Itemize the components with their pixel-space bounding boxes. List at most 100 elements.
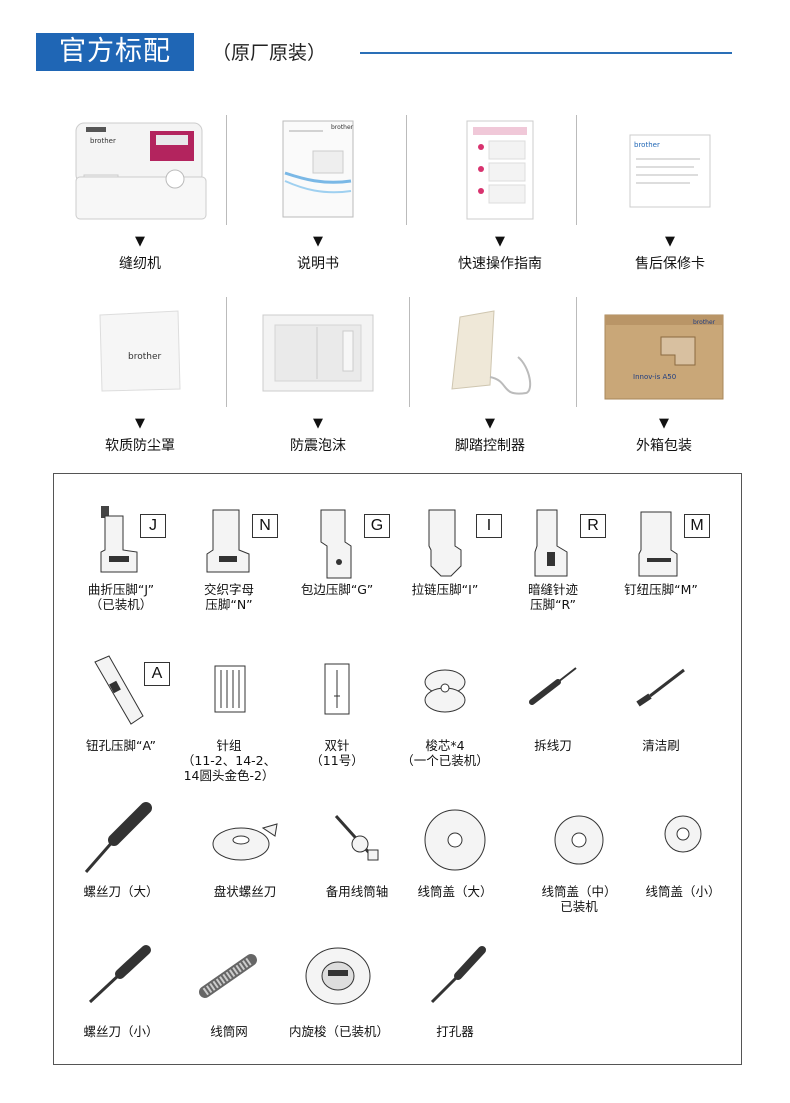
down-arrow-icon: ▼ (659, 416, 669, 431)
presser-foot-icon (498, 502, 608, 582)
accessory-label: 钉纽压脚“M” (624, 582, 698, 597)
divider (576, 115, 577, 225)
disc-screwdriver-icon (190, 794, 300, 884)
accessory-spool-net: 线筒网 (174, 936, 284, 1039)
bobbin-case-icon (284, 936, 394, 1024)
presser-foot-icon (282, 502, 392, 582)
package-item-label: 软质防尘罩 (105, 438, 175, 454)
letter-badge: G (364, 514, 390, 538)
package-item-outer-box: brother Innov-is A50 ▼ 外箱包装 (574, 297, 754, 455)
svg-text:brother: brother (90, 137, 116, 145)
svg-text:Innov-is A50: Innov-is A50 (633, 373, 676, 381)
accessory-bobbin-case: 内旋梭（已装机） (284, 936, 394, 1039)
down-arrow-icon: ▼ (495, 234, 505, 249)
divider (409, 297, 410, 407)
divider (226, 115, 227, 225)
seam-ripper-icon (498, 652, 608, 738)
svg-text:brother: brother (331, 124, 354, 131)
accessory-label: 备用线筒轴 (325, 884, 389, 899)
divider (406, 115, 407, 225)
section-title: 官方标配 (36, 33, 194, 71)
accessory-label: 拆线刀 (534, 738, 572, 753)
accessories-panel: J 曲折压脚“J” （已装机） N 交织字母 压脚“N” G 包边压脚“G” I… (53, 473, 742, 1065)
accessory-seam-ripper: 拆线刀 (498, 652, 608, 753)
svg-text:brother: brother (634, 141, 660, 149)
accessory-screwdriver-large: 螺丝刀（大） (66, 794, 176, 899)
accessory-label: 双针 （11号） (310, 738, 364, 768)
accessory-foot-i: I 拉链压脚“I” (390, 502, 502, 597)
package-item-label: 外箱包装 (636, 438, 692, 454)
accessory-label: 螺丝刀（小） (83, 1024, 159, 1039)
presser-foot-icon (390, 502, 500, 582)
accessory-cleaning-brush: 清洁刷 (606, 652, 716, 753)
accessory-label: 线筒盖（大） (417, 884, 493, 899)
package-item-label: 说明书 (297, 256, 339, 272)
accessory-label: 内旋梭（已装机） (288, 1024, 389, 1039)
quick-guide-image (410, 115, 590, 225)
letter-badge: R (580, 514, 606, 538)
accessory-foot-r: R 暗缝针迹 压脚“R” (498, 502, 608, 612)
accessory-disc-screwdriver: 盘状螺丝刀 (190, 794, 300, 899)
spool-cap-icon (400, 794, 510, 884)
accessory-label: 梭芯*4 （一个已装机） (401, 738, 489, 768)
presser-foot-icon (174, 502, 284, 582)
warranty-card-image: brother (580, 115, 760, 225)
sewing-machine-image: brother (50, 115, 230, 225)
spool-cap-icon (628, 794, 738, 884)
package-item-foot-pedal: ▼ 脚踏控制器 (400, 297, 580, 455)
accessory-label: 打孔器 (436, 1024, 474, 1039)
accessory-label: 曲折压脚“J” （已装机） (87, 582, 155, 612)
package-item-label: 快速操作指南 (458, 256, 542, 272)
accessory-label: 线筒网 (210, 1024, 248, 1039)
buttonhole-foot-icon (66, 652, 176, 738)
cleaning-brush-icon (606, 652, 716, 738)
accessory-spool-pin: 备用线筒轴 (302, 794, 412, 899)
package-item-label: 售后保修卡 (635, 256, 705, 272)
package-item-warranty-card: brother ▼ 售后保修卡 (580, 115, 760, 273)
package-item-dust-cover: brother ▼ 软质防尘罩 (50, 297, 230, 455)
foot-pedal-image (400, 297, 580, 407)
presser-foot-icon (606, 502, 716, 582)
package-item-foam: ▼ 防震泡沫 (228, 297, 408, 455)
accessory-spool-cap-medium: 线筒盖（中） 已装机 (524, 794, 634, 914)
manual-image: brother (228, 115, 408, 225)
down-arrow-icon: ▼ (135, 234, 145, 249)
down-arrow-icon: ▼ (313, 416, 323, 431)
accessory-label: 包边压脚“G” (300, 582, 374, 597)
accessory-label: 清洁刷 (642, 738, 680, 753)
accessory-spool-cap-large: 线筒盖（大） (400, 794, 510, 899)
spool-net-icon (174, 936, 284, 1024)
accessory-bobbins: 梭芯*4 （一个已装机） (390, 652, 500, 768)
screwdriver-large-icon (66, 794, 176, 884)
title-divider-line (360, 52, 732, 54)
accessory-label: 针组 （11-2、14-2、 14圆头金色-2） (181, 738, 277, 783)
package-item-label: 防震泡沫 (290, 438, 346, 454)
accessory-label: 钮孔压脚“A” (86, 738, 156, 753)
accessory-foot-g: G 包边压脚“G” (282, 502, 392, 597)
accessory-foot-m: M 钉纽压脚“M” (606, 502, 716, 597)
package-item-quick-guide: ▼ 快速操作指南 (410, 115, 590, 273)
section-subtitle: （原厂原装） (212, 42, 327, 64)
svg-text:brother: brother (693, 319, 716, 326)
letter-badge: N (252, 514, 278, 538)
divider (226, 297, 227, 407)
eyelet-punch-icon (400, 936, 510, 1024)
down-arrow-icon: ▼ (665, 234, 675, 249)
accessory-label: 拉链压脚“I” (411, 582, 479, 597)
accessory-foot-n: N 交织字母 压脚“N” (174, 502, 284, 612)
twin-needle-icon (282, 652, 392, 738)
accessory-spool-cap-small: 线筒盖（小） (628, 794, 738, 899)
letter-badge: M (684, 514, 710, 538)
package-item-sewing-machine: brother ▼ 缝纫机 (50, 115, 230, 273)
accessory-label: 线筒盖（小） (645, 884, 721, 899)
divider (576, 297, 577, 407)
package-item-label: 脚踏控制器 (455, 438, 525, 454)
accessory-label: 暗缝针迹 压脚“R” (527, 582, 578, 612)
down-arrow-icon: ▼ (313, 234, 323, 249)
package-item-label: 缝纫机 (119, 256, 161, 272)
needle-set-icon (174, 652, 284, 738)
letter-badge: A (144, 662, 170, 686)
foam-image (228, 297, 408, 407)
presser-foot-icon (66, 502, 176, 582)
accessory-label: 螺丝刀（大） (83, 884, 159, 899)
